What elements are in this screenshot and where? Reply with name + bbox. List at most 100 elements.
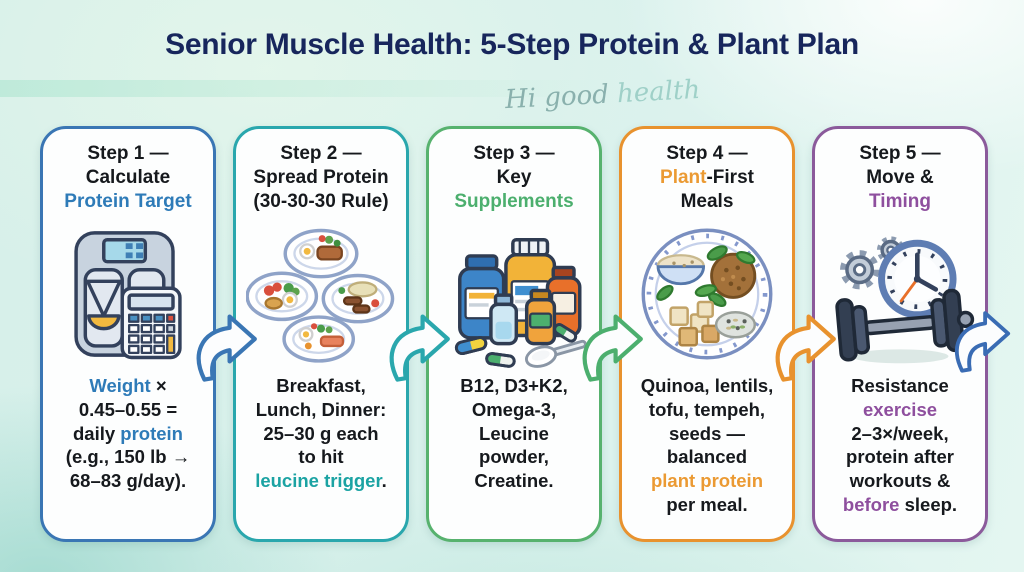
text-segment: Supplements: [454, 191, 574, 213]
text-segment: Step 2 —: [280, 143, 362, 164]
text-segment: 2–3×/week,: [851, 422, 949, 444]
step-5-body: Resistance exercise 2–3×/week, protein a…: [843, 374, 957, 516]
body-line: per meal.: [641, 493, 774, 517]
step-1-heading: Step 1 — Calculate Protein Target: [64, 142, 191, 214]
text-segment: Leucine: [479, 422, 549, 444]
body-line: Breakfast,: [255, 374, 387, 398]
heading-line: Step 2 —: [253, 142, 388, 166]
step-card-2: Step 2 — Spread Protein (30-30-30 Rule): [233, 126, 409, 542]
heading-line: Step 1 —: [64, 142, 191, 166]
body-line: 68–83 g/day).: [66, 469, 190, 493]
text-segment: Step 3 —: [473, 143, 555, 164]
text-segment: Quinoa, lentils,: [640, 375, 774, 397]
step-3-heading: Step 3 — Key Supplements: [454, 142, 573, 214]
step-4-heading: Step 4 — Plant-First Meals: [660, 142, 754, 214]
body-line: exercise: [843, 398, 957, 422]
body-line: workouts &: [843, 469, 957, 493]
heading-line: Key: [454, 166, 573, 190]
step-4-body: Quinoa, lentils, tofu, tempeh, seeds — b…: [641, 374, 774, 516]
text-segment: ×: [150, 375, 167, 397]
meal-plates-icon: [246, 217, 396, 371]
text-segment: protein after: [846, 446, 954, 468]
clock-dumbbell-icon: [825, 217, 975, 371]
body-line: 0.45–0.55 =: [66, 398, 190, 422]
text-segment: Plant: [660, 167, 707, 189]
step-card-3: Step 3 — Key Supplements: [426, 126, 602, 542]
body-line: B12, D3+K2,: [460, 374, 567, 398]
step-2-body: Breakfast, Lunch, Dinner: 25–30 g each t…: [255, 374, 387, 492]
watermark-text: Hi good: [504, 79, 618, 116]
text-segment: .: [381, 470, 387, 492]
text-segment: to hit: [298, 446, 344, 468]
supplement-bottles-icon: [439, 217, 589, 371]
body-line: Creatine.: [460, 469, 567, 493]
watermark-text: health: [616, 74, 701, 110]
text-segment: Timing: [869, 191, 931, 213]
scale-calculator-icon: [53, 217, 203, 371]
text-segment: Move &: [866, 167, 934, 189]
text-segment: -First: [706, 167, 754, 189]
text-segment: Step 5 —: [859, 143, 941, 164]
step-card-4: Step 4 — Plant-First Meals: [619, 126, 795, 542]
heading-line: Supplements: [454, 190, 573, 214]
text-segment: Lunch, Dinner:: [255, 399, 387, 421]
text-segment: leucine trigger: [255, 470, 382, 492]
plant-meal-plate-icon: [633, 217, 781, 371]
text-segment: B12, D3+K2,: [460, 375, 568, 397]
text-segment: Protein Target: [64, 191, 192, 213]
text-segment: Step 1 —: [87, 143, 169, 164]
text-segment: 25–30 g each: [263, 422, 379, 444]
body-line: balanced: [641, 445, 774, 469]
text-segment: 68–83 g/day).: [69, 470, 187, 492]
heading-line: Protein Target: [64, 190, 191, 214]
text-segment: (e.g., 150 lb →: [65, 446, 191, 468]
text-segment: protein: [120, 422, 183, 444]
body-line: (e.g., 150 lb →: [66, 445, 190, 469]
body-line: to hit: [255, 445, 387, 469]
step-1-body: Weight × 0.45–0.55 = daily protein (e.g.…: [66, 374, 190, 492]
arrow-step2-to-step3-icon: [389, 314, 450, 382]
heading-line: Spread Protein: [253, 166, 388, 190]
background-accent-band: [0, 80, 717, 97]
text-segment: (30-30-30 Rule): [253, 191, 389, 213]
text-segment: tofu, tempeh,: [648, 399, 766, 421]
body-line: Weight ×: [66, 374, 190, 398]
body-line: 25–30 g each: [255, 422, 387, 446]
body-line: Lunch, Dinner:: [255, 398, 387, 422]
body-line: powder,: [460, 445, 567, 469]
step-card-5: Step 5 — Move & Timing: [812, 126, 988, 542]
step-3-body: B12, D3+K2, Omega-3, Leucine powder, Cre…: [460, 374, 567, 492]
arrow-step1-to-step2-icon: [196, 314, 257, 382]
body-line: plant protein: [641, 469, 774, 493]
arrow-step5-onward-icon: [955, 311, 1011, 373]
body-line: leucine trigger.: [255, 469, 387, 493]
heading-line: Step 4 —: [660, 142, 754, 166]
text-segment: Omega-3,: [471, 399, 557, 421]
arrow-step3-to-step4-icon: [582, 314, 643, 382]
body-line: Quinoa, lentils,: [641, 374, 774, 398]
text-segment: per meal.: [666, 493, 748, 515]
text-segment: sleep.: [899, 493, 958, 515]
body-line: tofu, tempeh,: [641, 398, 774, 422]
text-segment: Key: [496, 167, 532, 189]
body-line: seeds —: [641, 422, 774, 446]
text-segment: daily: [72, 422, 121, 444]
body-line: Omega-3,: [460, 398, 567, 422]
heading-line: Plant-First: [660, 166, 754, 190]
text-segment: seeds —: [668, 422, 746, 444]
text-segment: Calculate: [85, 167, 171, 189]
heading-line: (30-30-30 Rule): [253, 190, 388, 214]
arrow-step4-to-step5-icon: [775, 314, 836, 382]
heading-line: Step 3 —: [454, 142, 573, 166]
page-title: Senior Muscle Health: 5-Step Protein & P…: [165, 28, 859, 61]
heading-line: Meals: [660, 190, 754, 214]
text-segment: Creatine.: [474, 470, 554, 492]
step-2-heading: Step 2 — Spread Protein (30-30-30 Rule): [253, 142, 388, 214]
body-line: daily protein: [66, 422, 190, 446]
body-line: before sleep.: [843, 493, 957, 517]
heading-line: Step 5 —: [859, 142, 940, 166]
heading-line: Calculate: [64, 166, 191, 190]
text-segment: workouts &: [849, 470, 951, 492]
text-segment: plant protein: [650, 470, 763, 492]
